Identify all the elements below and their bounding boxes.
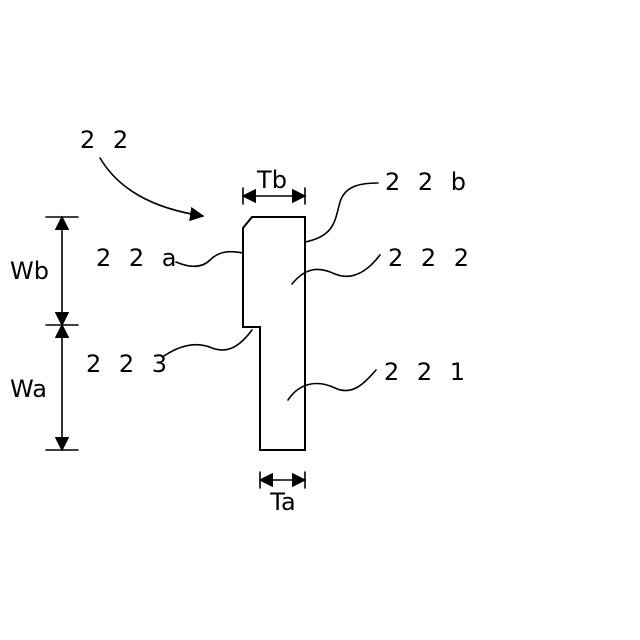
part-outline [243,217,305,450]
label-221: 2 2 1 [384,358,470,386]
dimension-tb-label: Tb [256,166,287,194]
reference-label: 2 2 [80,126,133,154]
reference-arrow [100,158,203,216]
leader-22b [305,183,378,242]
label-223: 2 2 3 [86,350,172,378]
dimension-wb-label: Wb [10,257,49,285]
leader-223 [164,330,252,356]
label-22b: 2 2 b [385,168,471,196]
label-222: 2 2 2 [388,244,474,272]
label-22a: 2 2 a [96,244,182,272]
dimension-wa-label: Wa [10,375,47,403]
leader-22a [176,252,243,267]
dimension-ta-label: Ta [269,488,295,516]
